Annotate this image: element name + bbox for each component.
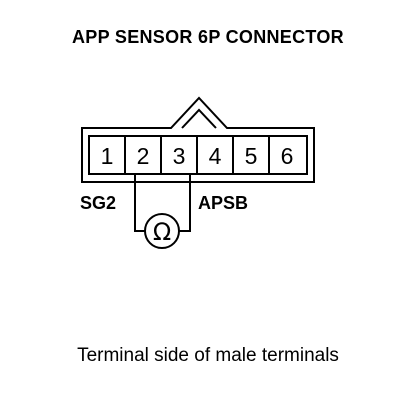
terminal-number-5: 5 [245,143,258,169]
terminal-number-1: 1 [101,143,114,169]
diagram-caption: Terminal side of male terminals [77,345,339,366]
connector-lock-tab [181,108,217,129]
pin-label-sg2: SG2 [80,193,116,213]
terminal-number-3: 3 [173,143,186,169]
pin-label-apsb: APSB [198,193,248,213]
connector-housing [81,96,315,183]
terminal-number-4: 4 [209,143,222,169]
ohmmeter-circle [144,213,180,249]
terminal-number-2: 2 [137,143,150,169]
ohm-icon: Ω [153,218,171,246]
probe-lead-right [179,174,191,232]
diagram-title: APP SENSOR 6P CONNECTOR [72,27,344,47]
probe-lead-left [134,174,145,232]
terminal-number-6: 6 [281,143,294,169]
